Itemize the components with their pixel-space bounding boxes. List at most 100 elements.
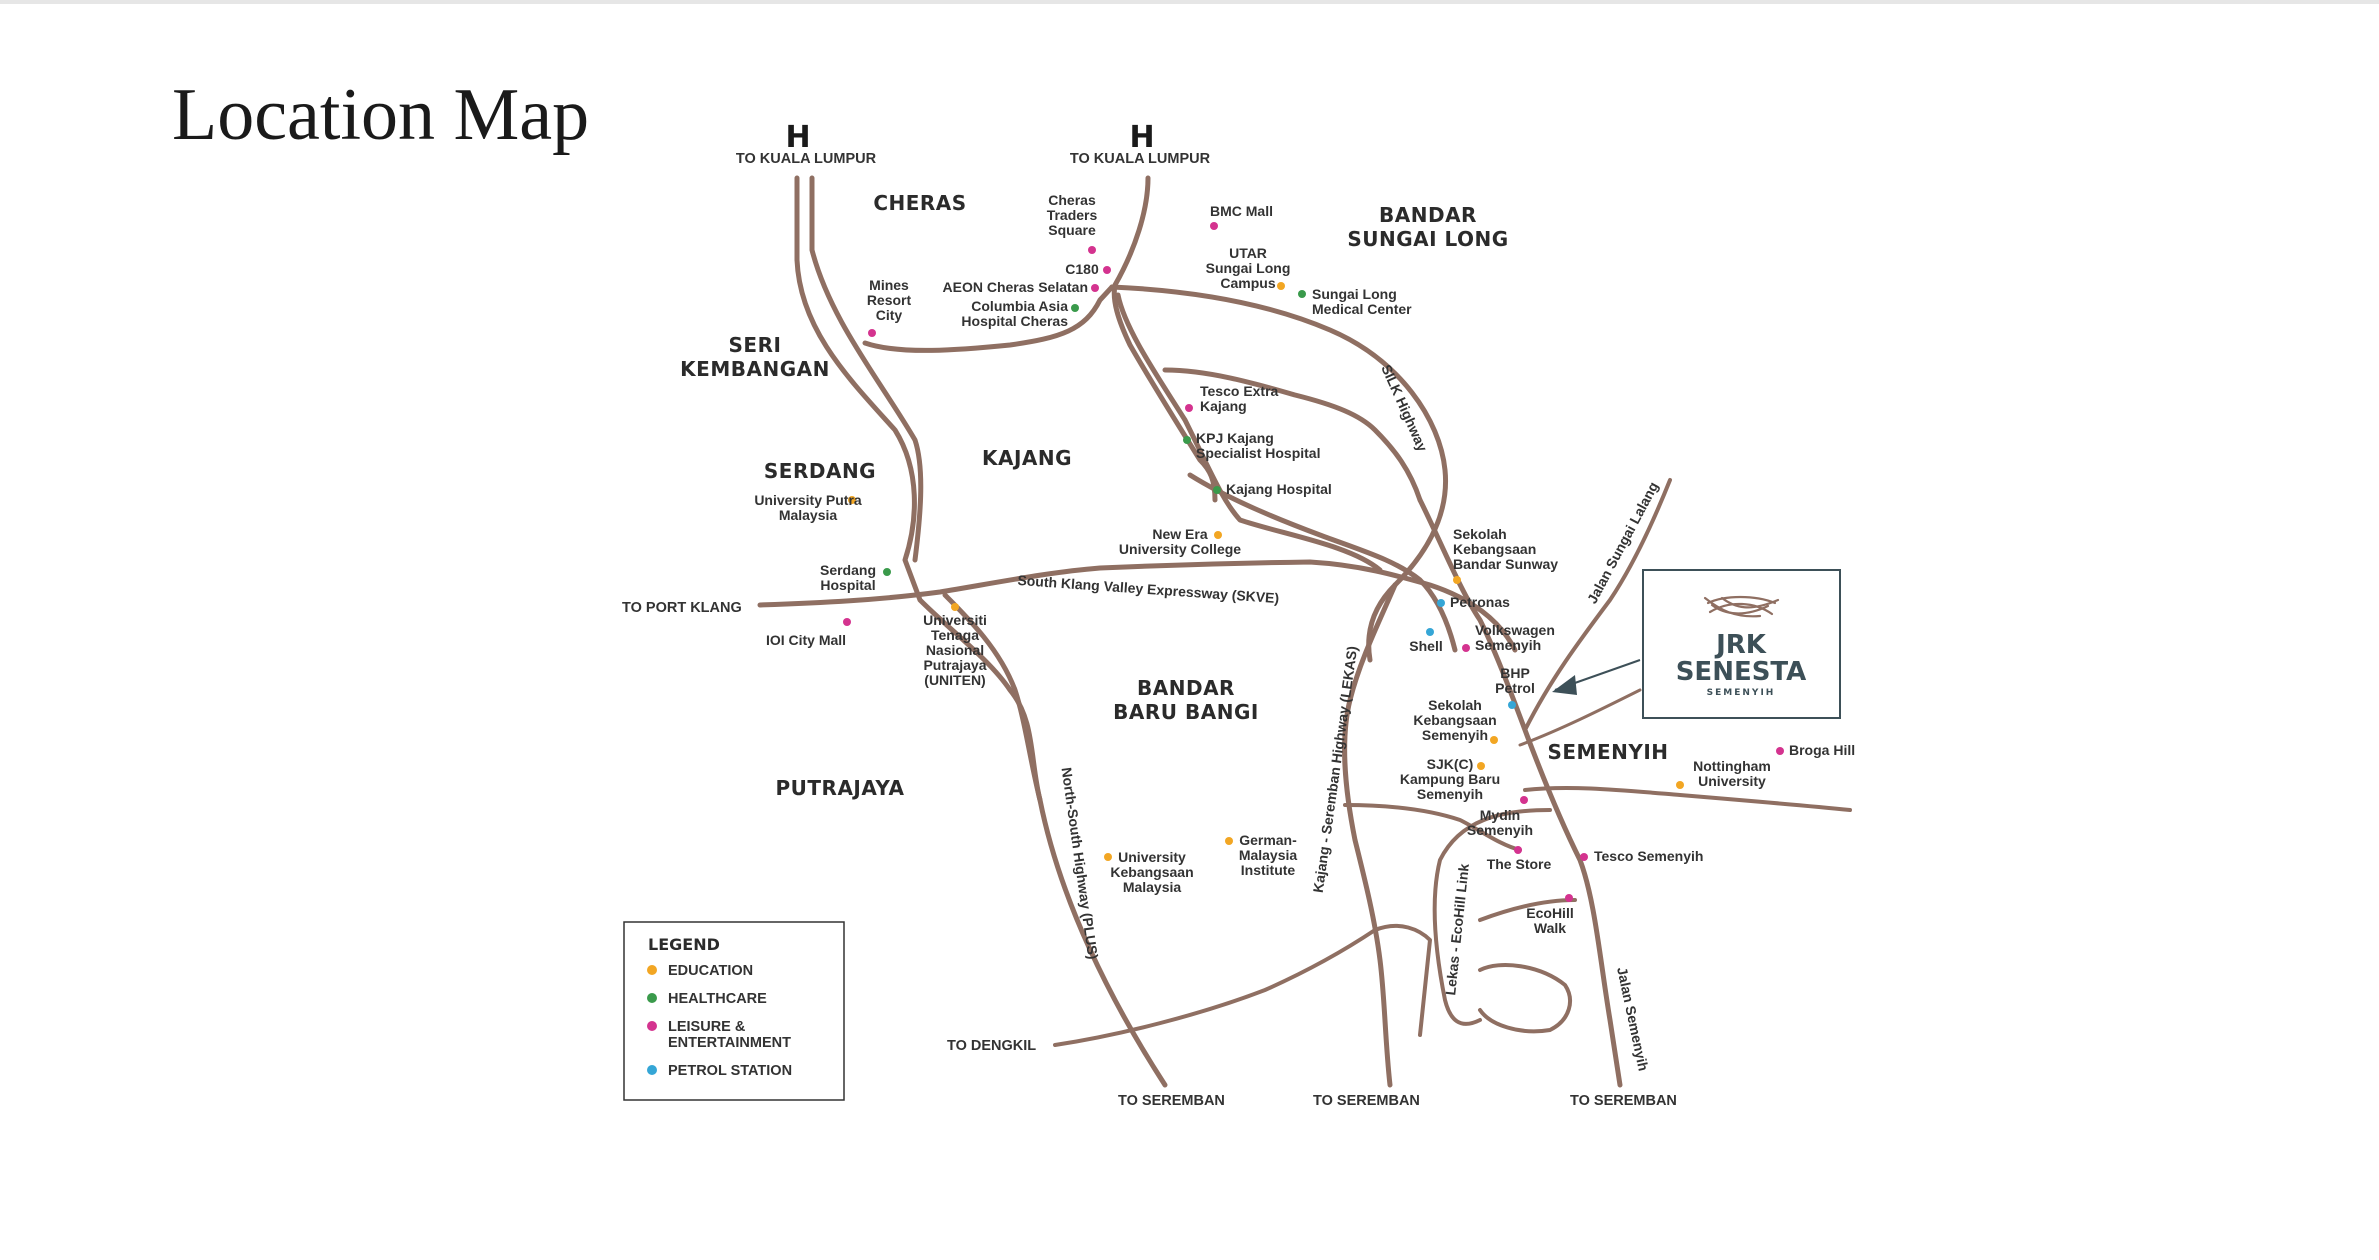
project-pointer-arrow [1552,675,1577,695]
poi-label: Bandar Sunway [1453,556,1558,572]
road-dengkil [1053,923,1432,1047]
poi-label: Hospital Cheras [961,313,1068,329]
region-bandar-sungai-long-1: BANDAR [1379,203,1477,227]
road-plus [942,592,1043,803]
poi-label: AEON Cheras Selatan [943,279,1089,295]
poi-label: Kebangsaan [1413,712,1496,728]
legend-item-leisure: LEISURE &ENTERTAINMENT [647,1019,791,1051]
poi-label: Medical Center [1312,301,1412,317]
education-marker-icon [1225,837,1233,845]
dir-seremban-2: TO SEREMBAN [1313,1093,1420,1109]
poi-label: Columbia Asia [971,298,1068,314]
poi-label: Semenyih [1417,786,1483,802]
poi-label: UTAR [1229,245,1267,261]
leisure-marker-icon [1776,747,1784,755]
leisure-marker-icon [1185,404,1193,412]
project-marker: JRK SENESTA SEMENYIH [1552,569,1841,719]
road-label-jalan-semenyih: Jalan Semenyih [1614,966,1652,1073]
poi-label: Sungai Long [1206,260,1291,276]
education-marker-icon [1477,762,1485,770]
highway-sign-east: H [1129,120,1154,155]
poi-c180: C180 [1065,261,1111,277]
poi-label: BMC Mall [1210,203,1273,219]
poi-label: Hospital [820,577,875,593]
education-marker-icon [1676,781,1684,789]
poi-label: Square [1048,222,1096,238]
legend-label: EDUCATION [668,963,753,979]
road-silk [1109,284,1449,663]
legend-item-healthcare: HEALTHCARE [647,991,767,1007]
road-ecohill-link [1432,808,1552,1026]
poi-kajang-hospital: Kajang Hospital [1213,481,1332,497]
road-mines-link [862,284,1115,353]
poi-ioi-city-mall: IOI City Mall [766,618,851,648]
road-skve [757,559,1518,653]
poi-label: SJK(C) [1427,756,1474,772]
petrol-marker-icon [1437,599,1445,607]
poi-label: City [876,307,903,323]
poi-petronas: Petronas [1437,594,1510,610]
poi-uniten: UniversitiTenagaNasionalPutrajaya(UNITEN… [923,603,987,688]
poi-label: Sungai Long [1312,286,1397,302]
dir-seremban-3: TO SEREMBAN [1570,1093,1677,1109]
poi-label: Nasional [926,642,984,658]
legend-title: LEGEND [648,935,720,954]
poi-label: German- [1239,832,1297,848]
poi-the-store: The Store [1487,846,1551,872]
poi-label: Kajang Hospital [1226,481,1332,497]
road-kajang-loop [1162,367,1423,503]
poi-label: KPJ Kajang [1196,430,1274,446]
highway-signs: H H [785,120,1154,155]
road-jalan-semenyih [1417,497,1623,1088]
poi-label: Sekolah [1428,697,1482,713]
road-label-skve: South Klang Valley Expressway (SKVE) [1017,572,1280,606]
poi-aeon-cheras-selatan: AEON Cheras Selatan [943,279,1099,295]
leisure-marker-icon [1091,284,1099,292]
education-marker-icon [1104,853,1112,861]
poi-label: University Putra [754,492,862,508]
poi-label: Mines [869,277,909,293]
brand-logo-icon [1703,595,1780,618]
dir-dengkil: TO DENGKIL [947,1038,1036,1054]
education-marker-icon [1277,282,1285,290]
healthcare-marker-icon [883,568,891,576]
region-bandar-baru-bangi-1: BANDAR [1137,676,1235,700]
direction-labels: TO KUALA LUMPUR TO KUALA LUMPUR TO PORT … [622,151,1677,1109]
petrol-dot-icon [647,1065,657,1075]
poi-label: Traders [1047,207,1098,223]
poi-broga-hill: Broga Hill [1776,742,1855,758]
education-marker-icon [848,496,856,504]
education-dot-icon [647,965,657,975]
dir-kl-east: TO KUALA LUMPUR [1070,151,1211,167]
brand-box [1642,569,1841,719]
poi-label: Semenyih [1422,727,1488,743]
poi-label: Kebangsaan [1453,541,1536,557]
road-broga [1523,785,1852,812]
education-marker-icon [1490,736,1498,744]
road-label-lekas: Kajang - Seremban Highway (LEKAS) [1310,645,1360,894]
legend-items: EDUCATION HEALTHCARE LEISURE &ENTERTAINMEN… [647,963,792,1079]
poi-label: EcoHill [1526,905,1573,921]
poi-label: Kampung Baru [1400,771,1500,787]
poi-label: Kajang [1200,398,1247,414]
region-seri-kembangan-2: KEMBANGAN [680,357,830,381]
leisure-marker-icon [1520,796,1528,804]
poi-bmc-mall: BMC Mall [1210,203,1273,230]
poi-label: University [1698,773,1766,789]
dir-port-klang: TO PORT KLANG [622,600,742,616]
page-title: Location Map [172,74,590,156]
poi-label: Tesco Semenyih [1594,848,1703,864]
poi-label: Walk [1534,920,1566,936]
poi-label: Institute [1241,862,1296,878]
poi-label: Semenyih [1467,822,1533,838]
road-west-kl-b [809,175,924,563]
